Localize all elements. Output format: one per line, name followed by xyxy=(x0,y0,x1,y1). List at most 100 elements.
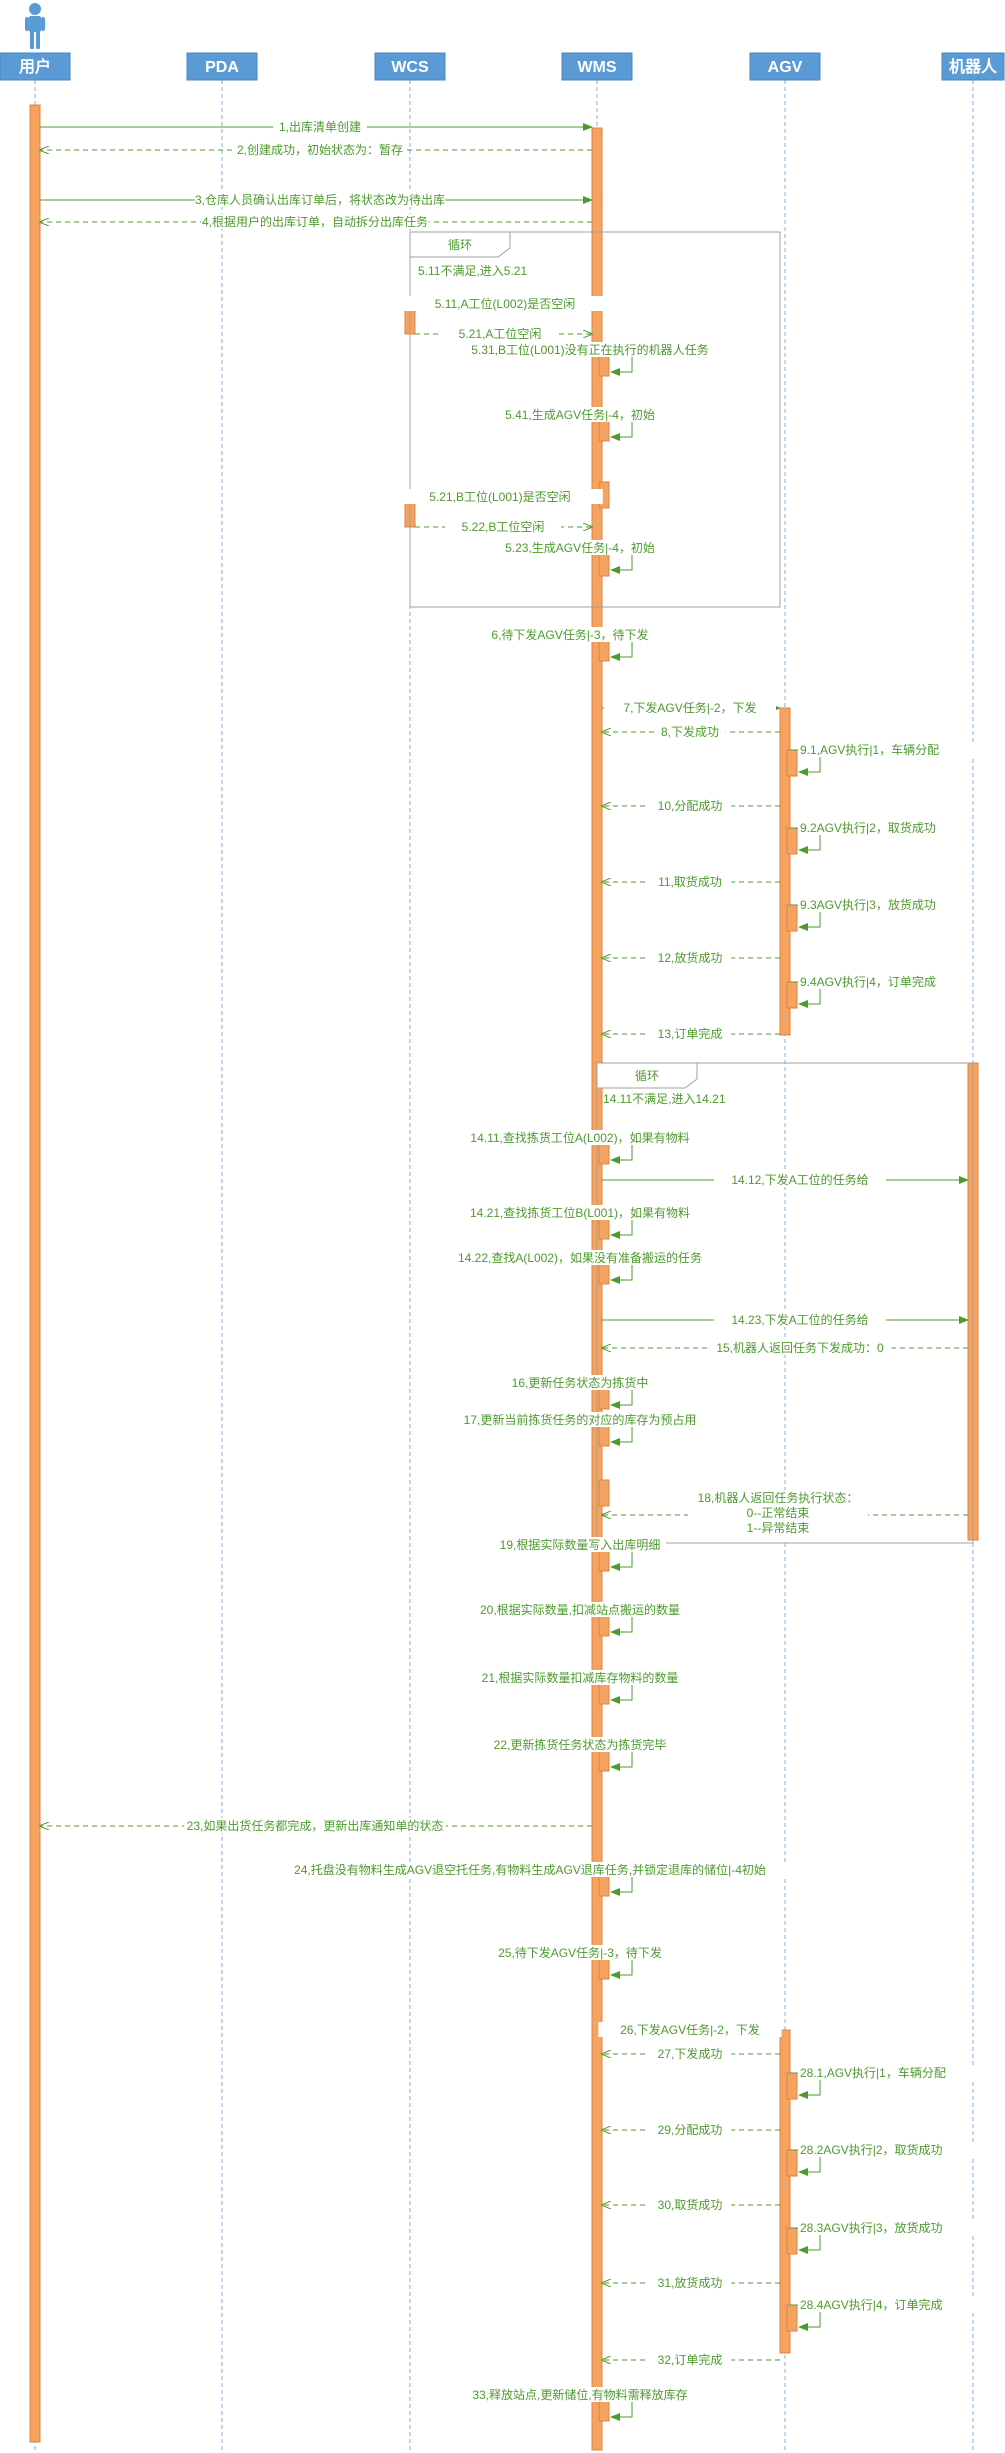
label-bg xyxy=(184,1818,446,1833)
message-label: 5.41,生成AGV任务|-4，初始 xyxy=(505,407,655,422)
activation-agv-self-2 xyxy=(786,904,798,932)
message-label: 22,更新拣货任务状态为拣货完毕 xyxy=(494,1737,667,1752)
actor-header-pda xyxy=(186,52,258,81)
actor-label-pda: PDA xyxy=(205,59,239,76)
label-bg xyxy=(445,519,561,534)
message-label: 5.23,生成AGV任务|-4，初始 xyxy=(505,540,655,555)
activation-agv-self-6 xyxy=(786,2227,798,2255)
actor-label-wcs: WCS xyxy=(391,59,429,76)
message-label: 32,订单完成 xyxy=(658,2352,723,2367)
message-label: 4,根据用户的出库订单，自动拆分出库任务 xyxy=(202,214,428,229)
label-bg xyxy=(714,1312,886,1327)
label-bg xyxy=(648,950,732,965)
message-label: 5.31,B工位(L001)没有正在执行的机器人任务 xyxy=(471,342,708,357)
label-bg xyxy=(438,1205,722,1220)
label-bg xyxy=(598,2022,782,2037)
message-label: 27,下发成功 xyxy=(658,2046,723,2061)
person-icon xyxy=(25,3,45,49)
label-bg xyxy=(402,296,608,311)
message-label: 10,分配成功 xyxy=(658,799,723,813)
actor-label-agv: AGV xyxy=(768,59,803,76)
label-bg xyxy=(648,2046,732,2061)
message-label: 1,出库清单创建 xyxy=(279,119,361,134)
loop-frame xyxy=(409,231,781,608)
label-bg xyxy=(460,2387,700,2402)
label-bg xyxy=(488,1737,672,1752)
label-bg xyxy=(798,2297,982,2312)
label-bg xyxy=(798,2065,993,2080)
message-label: 14.23,下发A工位的任务给 xyxy=(731,1312,868,1327)
message-label: 28.4AGV执行|4，订单完成 xyxy=(800,2297,943,2312)
label-bg xyxy=(397,489,603,504)
label-bg xyxy=(654,724,726,739)
actor-header-wms xyxy=(561,52,633,81)
message-label: 16,更新任务状态为拣货中 xyxy=(512,1375,649,1390)
message-label: 6,待下发AGV任务|-3，待下发 xyxy=(491,627,648,642)
label-bg xyxy=(438,1130,722,1145)
loop-frame xyxy=(596,1062,974,1544)
activation-agv-self-7 xyxy=(786,2304,798,2332)
label-bg xyxy=(494,1537,666,1552)
label-bg xyxy=(442,326,558,341)
actor-label-wms: WMS xyxy=(577,59,616,76)
label-bg xyxy=(273,119,367,134)
activation-agv-1 xyxy=(779,707,791,1036)
label-bg xyxy=(201,214,429,229)
label-bg xyxy=(472,627,668,642)
label-bg xyxy=(604,700,776,715)
message-label: 1--异常结束 xyxy=(747,1521,810,1535)
message-label: 9.2AGV执行|2，取货成功 xyxy=(800,820,936,835)
message-label: 14.12,下发A工位的任务给 xyxy=(731,1172,868,1187)
message-label: 5.21,B工位(L001)是否空闲 xyxy=(429,489,570,504)
activation-agv-self-4 xyxy=(786,2072,798,2100)
message-label: 3,仓库人员确认出库订单后，将状态改为待出库 xyxy=(195,192,445,207)
loop-tab xyxy=(596,1062,698,1089)
label-bg xyxy=(234,142,406,157)
activation-agv-self-1 xyxy=(786,827,798,855)
label-bg xyxy=(798,897,970,912)
message-label: 14.22,查找A(L002)，如果没有准备搬运的任务 xyxy=(458,1250,702,1265)
label-bg xyxy=(648,874,732,889)
activation-agv-self-0 xyxy=(786,749,798,777)
message-label: 24,托盘没有物料生成AGV退空托任务,有物料生成AGV退库任务,并锁定退库的储… xyxy=(294,1862,766,1877)
actor-header-agv xyxy=(749,52,821,81)
label-bg xyxy=(798,2220,982,2235)
actor-label-user: 用户 xyxy=(19,57,51,76)
label-bg xyxy=(442,342,738,357)
message-label: 31,放货成功 xyxy=(658,2275,723,2290)
activation-user xyxy=(29,104,41,2443)
message-label: 9.4AGV执行|4，订单完成 xyxy=(800,974,936,989)
label-bg xyxy=(270,1862,790,1877)
actor-header-user xyxy=(0,52,71,81)
message-label: 28.2AGV执行|2，取货成功 xyxy=(800,2142,943,2157)
label-bg xyxy=(688,1490,868,1540)
message-label: 30,取货成功 xyxy=(658,2197,723,2212)
message-label: 2,创建成功，初始状态为：暂存 xyxy=(237,143,403,157)
loop-title: 循环 xyxy=(448,238,472,252)
message-label: 7,下发AGV任务|-2，下发 xyxy=(623,700,756,715)
label-bg xyxy=(477,1670,683,1685)
message-label: 12,放货成功 xyxy=(658,950,723,965)
message-label: 14.21,查找拣货工位B(L001)，如果有物料 xyxy=(470,1205,690,1220)
message-label: 8,下发成功 xyxy=(661,724,719,739)
message-label: 13,订单完成 xyxy=(658,1026,723,1041)
message-label: 14.11,查找拣货工位A(L002)，如果有物料 xyxy=(470,1130,689,1145)
message-label: 15,机器人返回任务下发成功：0 xyxy=(716,1340,884,1355)
label-bg xyxy=(708,1340,892,1355)
message-label: 25,待下发AGV任务|-3，待下发 xyxy=(498,1945,662,1960)
message-label: 18,机器人返回任务执行状态： xyxy=(698,1490,859,1505)
activation-agv-self-5 xyxy=(786,2149,798,2177)
label-bg xyxy=(648,2352,732,2367)
label-bg xyxy=(798,2142,982,2157)
loop-condition: 14.11不满足,进入14.21 xyxy=(603,1092,726,1106)
message-label: 28.1,AGV执行|1，车辆分配 xyxy=(800,2065,946,2080)
label-bg xyxy=(460,1412,700,1427)
label-bg xyxy=(798,742,982,757)
label-bg xyxy=(648,2122,732,2137)
label-bg xyxy=(648,1026,732,1041)
label-bg xyxy=(477,407,683,422)
label-bg xyxy=(505,1375,655,1390)
message-label: 33,释放站点,更新储位,有物料需释放库存 xyxy=(472,2387,687,2402)
message-label: 9.3AGV执行|3，放货成功 xyxy=(800,897,936,912)
